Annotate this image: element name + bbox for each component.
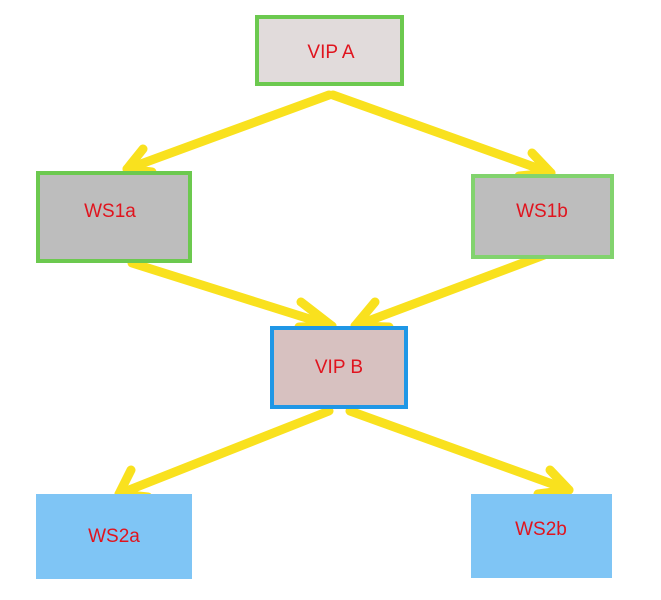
node-label: WS1b [516,201,568,222]
arrow-vip-b-to-ws2a [114,406,334,502]
node-label: WS2a [88,526,140,547]
arrow-ws1b-to-vip-b [350,250,549,332]
node-label: VIP B [315,357,363,378]
node-vip-a: VIP A [255,15,404,86]
arrow-ws1a-to-vip-b [127,258,337,332]
arrow-vip-a-to-ws1b [328,90,556,181]
arrows [114,90,574,502]
arrow-vip-b-to-ws2b [345,406,574,499]
node-label: VIP A [307,42,355,63]
arrow-vip-a-to-ws1a [122,90,334,177]
node-ws1b: WS1b [471,174,614,259]
node-ws2b: WS2b [471,494,612,578]
node-label: WS2b [515,519,567,540]
node-vip-b: VIP B [270,326,408,409]
node-ws2a: WS2a [36,494,192,579]
node-ws1a: WS1a [36,171,192,263]
node-label: WS1a [84,201,136,222]
